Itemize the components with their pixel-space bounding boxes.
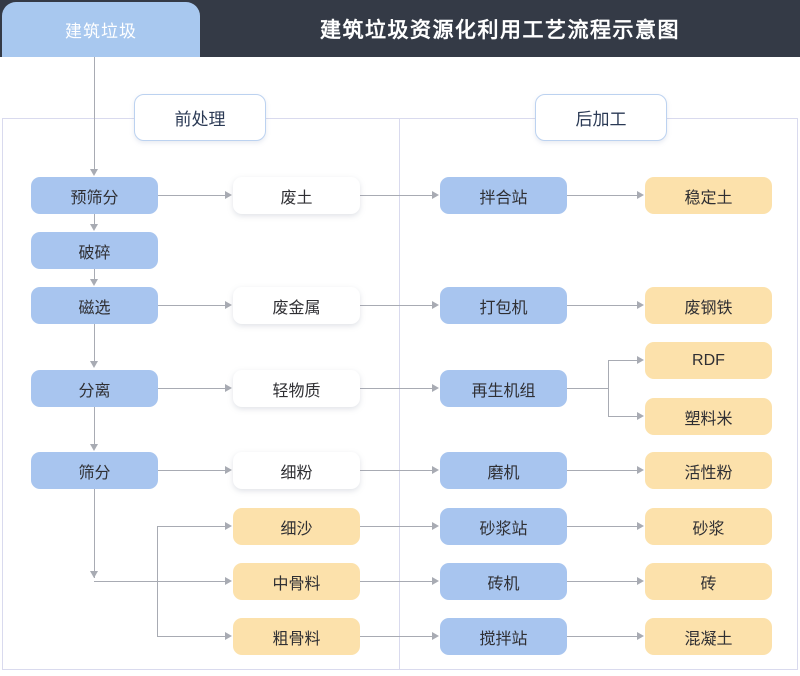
- connector-brick-arrowhead: [637, 577, 644, 585]
- node-waste-soil[interactable]: 废土: [233, 177, 360, 214]
- connector-presieve-to-crush-arrowhead: [90, 224, 98, 231]
- node-plastic-pellet[interactable]: 塑料米: [645, 398, 772, 435]
- connector-sieve-bus-horizontal: [94, 581, 226, 582]
- node-coarse-aggregate[interactable]: 粗骨料: [233, 618, 360, 655]
- node-brick[interactable]: 砖: [645, 563, 772, 600]
- connector-mixing-station-arrowhead: [432, 191, 439, 199]
- node-screening[interactable]: 筛分: [31, 452, 158, 489]
- connector-scrap-metal-arrowhead: [225, 301, 232, 309]
- node-crushing[interactable]: 破碎: [31, 232, 158, 269]
- connector-rdf-arrowhead: [637, 356, 644, 364]
- connector-sieve-down-bus: [94, 489, 95, 578]
- connector-fine-powder-to-mill: [360, 470, 433, 471]
- connector-mortar-station-to-mortar: [567, 526, 638, 527]
- node-mixing-station[interactable]: 拌合站: [440, 177, 567, 214]
- node-batching-plant[interactable]: 搅拌站: [440, 618, 567, 655]
- connector-scrap-metal-to-baler: [360, 305, 433, 306]
- node-baler[interactable]: 打包机: [440, 287, 567, 324]
- connector-regen-unit-bracket: [608, 360, 609, 416]
- connector-stabilized-soil-arrowhead: [637, 191, 644, 199]
- node-rdf[interactable]: RDF: [645, 342, 772, 379]
- connector-mixer-to-stabilized-soil: [567, 195, 638, 196]
- connector-separate-to-sieve-arrowhead: [90, 444, 98, 451]
- connector-coarse-aggregate-to-batching: [360, 636, 433, 637]
- node-mid-aggregate[interactable]: 中骨料: [233, 563, 360, 600]
- connector-fine-powder-arrowhead: [225, 466, 232, 474]
- node-pre-screening[interactable]: 预筛分: [31, 177, 158, 214]
- connector-scrap-steel-arrowhead: [637, 301, 644, 309]
- connector-magnet-to-separate-arrowhead: [90, 361, 98, 368]
- node-separation[interactable]: 分离: [31, 370, 158, 407]
- node-light-material[interactable]: 轻物质: [233, 370, 360, 407]
- connector-brick-machine-to-brick: [567, 581, 638, 582]
- header-tab-label: 建筑垃圾: [65, 22, 137, 41]
- connector-batching-plant-arrowhead: [432, 632, 439, 640]
- connector-concrete-arrowhead: [637, 632, 644, 640]
- connector-aggregate-to-fine-sand: [157, 526, 226, 527]
- connector-brick-machine-arrowhead: [432, 577, 439, 585]
- connector-active-powder-arrowhead: [637, 466, 644, 474]
- connector-regen-unit-arrowhead: [432, 384, 439, 392]
- section-label-postprocessing: 后加工: [535, 94, 667, 141]
- connector-mid-aggregate-arrowhead: [225, 577, 232, 585]
- connector-mill-to-active-powder: [567, 470, 638, 471]
- connector-baler-to-scrap-steel: [567, 305, 638, 306]
- connector-magnet-to-scrap-metal: [158, 305, 226, 306]
- connector-aggregate-bracket: [157, 526, 158, 637]
- section-divider: [399, 118, 400, 670]
- connector-separate-to-light: [158, 388, 226, 389]
- node-scrap-metal[interactable]: 废金属: [233, 287, 360, 324]
- connector-batching-to-concrete: [567, 636, 638, 637]
- connector-fine-sand-arrowhead: [225, 522, 232, 530]
- connector-input-arrowhead: [90, 169, 98, 176]
- node-stabilized-soil[interactable]: 稳定土: [645, 177, 772, 214]
- connector-waste-soil-to-mixer: [360, 195, 433, 196]
- connector-baler-arrowhead: [432, 301, 439, 309]
- node-mill[interactable]: 磨机: [440, 452, 567, 489]
- connector-mortar-arrowhead: [637, 522, 644, 530]
- node-magnetic-separation[interactable]: 磁选: [31, 287, 158, 324]
- connector-plastic-pellet-arrowhead: [637, 412, 644, 420]
- node-mortar[interactable]: 砂浆: [645, 508, 772, 545]
- node-concrete[interactable]: 混凝土: [645, 618, 772, 655]
- connector-regen-to-rdf: [608, 360, 638, 361]
- node-fine-powder[interactable]: 细粉: [233, 452, 360, 489]
- connector-waste-soil-arrowhead: [225, 191, 232, 199]
- connector-presieve-to-crush: [94, 214, 95, 226]
- page-title: 建筑垃圾资源化利用工艺流程示意图: [320, 18, 680, 42]
- node-active-powder[interactable]: 活性粉: [645, 452, 772, 489]
- connector-separate-to-sieve: [94, 407, 95, 446]
- section-label-preprocessing: 前处理: [134, 94, 266, 141]
- connector-regen-unit-stem: [567, 388, 609, 389]
- connector-mill-arrowhead: [432, 466, 439, 474]
- connector-magnet-to-separate: [94, 324, 95, 363]
- node-scrap-steel[interactable]: 废钢铁: [645, 287, 772, 324]
- connector-aggregate-to-coarse: [157, 636, 226, 637]
- connector-crush-to-magnet-arrowhead: [90, 279, 98, 286]
- node-regeneration-unit[interactable]: 再生机组: [440, 370, 567, 407]
- connector-coarse-aggregate-arrowhead: [225, 632, 232, 640]
- connector-crush-to-magnet: [94, 269, 95, 281]
- node-fine-sand[interactable]: 细沙: [233, 508, 360, 545]
- connector-mortar-station-arrowhead: [432, 522, 439, 530]
- connector-sieve-to-fine-powder: [158, 470, 226, 471]
- connector-regen-to-plastic-pellet: [608, 416, 638, 417]
- header-tab[interactable]: 建筑垃圾: [2, 2, 200, 57]
- connector-mid-aggregate-to-brick-machine: [360, 581, 433, 582]
- connector-light-material-arrowhead: [225, 384, 232, 392]
- connector-light-to-regen-unit: [360, 388, 433, 389]
- connector-fine-sand-to-mortar-station: [360, 526, 433, 527]
- node-brick-machine[interactable]: 砖机: [440, 563, 567, 600]
- connector-presieve-to-waste-soil: [158, 195, 226, 196]
- node-mortar-station[interactable]: 砂浆站: [440, 508, 567, 545]
- connector-sieve-down-arrowhead: [90, 571, 98, 578]
- connector-input-spine: [94, 57, 95, 170]
